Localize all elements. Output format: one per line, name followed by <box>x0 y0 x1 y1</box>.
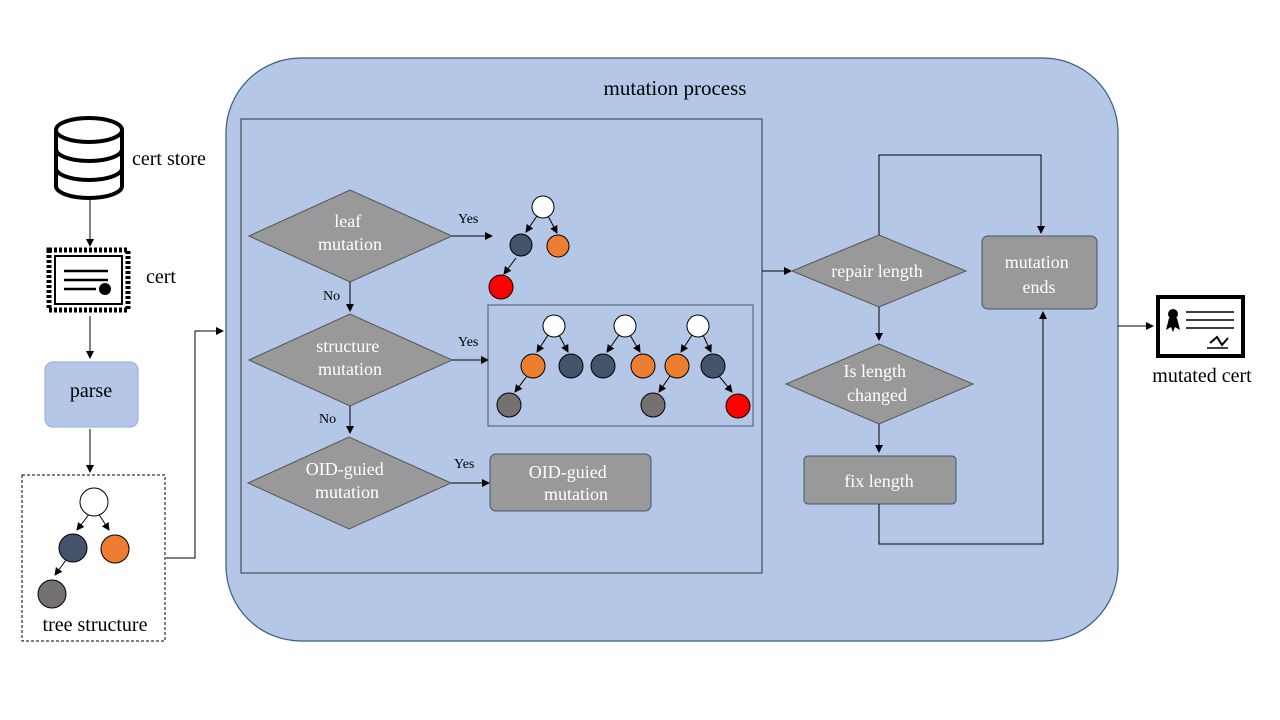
oid-mutation-box <box>489 453 652 512</box>
fix-length-label: fix length <box>844 471 914 491</box>
mutation-ends-box <box>981 235 1098 310</box>
repair-length-label: repair length <box>831 261 922 281</box>
parse-box <box>44 361 139 428</box>
mutation-ends-label: mutation ends <box>1005 252 1074 297</box>
oid-mutation-box-label: OID-guied mutation <box>529 462 611 504</box>
yes-label-structure: Yes <box>458 335 478 350</box>
length-changed-label: Is length changed <box>844 361 911 405</box>
structure-mutation-label: structure mutation <box>316 336 383 379</box>
tree-node-dark <box>58 533 88 563</box>
tree-diagram-leaf <box>488 195 570 300</box>
tree-node-gray <box>37 579 67 609</box>
leaf-mutation-label: leaf mutation <box>318 211 382 254</box>
length-changed-decision <box>784 343 975 425</box>
tree-node-root <box>79 487 109 517</box>
panel-title: mutation process <box>604 76 747 100</box>
tree-node-orange <box>100 534 130 564</box>
fix-length-box <box>803 455 957 505</box>
yes-label-leaf: Yes <box>458 212 478 227</box>
oid-mutation-decision-label: OID-guied mutation <box>306 459 388 502</box>
certificate-icon <box>46 247 131 313</box>
database-icon <box>54 116 124 200</box>
tree-diagram-left <box>37 487 130 609</box>
structure-trees-box <box>487 304 754 427</box>
mutated-certificate-icon <box>1156 295 1245 358</box>
cert-store-label: cert store <box>132 148 206 170</box>
tree-diagram-structure <box>496 314 751 419</box>
tree-structure-label: tree structure <box>43 614 148 636</box>
tree-structure-box <box>21 474 166 642</box>
repair-length-decision <box>790 234 968 308</box>
no-label-2: No <box>319 412 336 427</box>
parse-label: parse <box>70 380 112 402</box>
mutated-cert-label: mutated cert <box>1152 365 1252 387</box>
cert-label: cert <box>146 266 176 288</box>
yes-label-oid: Yes <box>454 457 474 472</box>
inner-mutation-frame <box>240 118 763 574</box>
no-label-1: No <box>323 289 340 304</box>
